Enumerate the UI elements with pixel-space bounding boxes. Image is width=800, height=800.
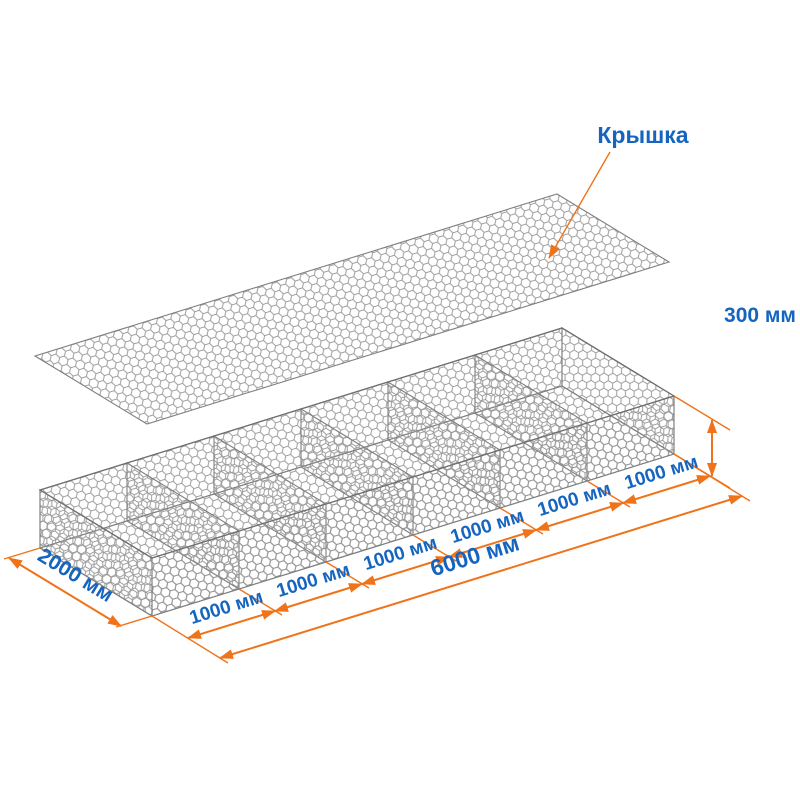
witness-line: [115, 615, 153, 628]
witness-line: [673, 453, 731, 489]
height-dimension-label: 300 мм: [724, 304, 796, 327]
dimension-line-depth: [8, 557, 122, 627]
witness-line: [3, 547, 41, 560]
lid-leader-line: [548, 151, 611, 259]
lid-mesh-panel: [33, 193, 671, 425]
witness-line: [151, 615, 229, 664]
witness-line: [673, 395, 731, 431]
lid-label: Крышка: [597, 122, 688, 148]
gabion-lid: [33, 193, 671, 425]
dimension-line-length: [219, 495, 743, 659]
